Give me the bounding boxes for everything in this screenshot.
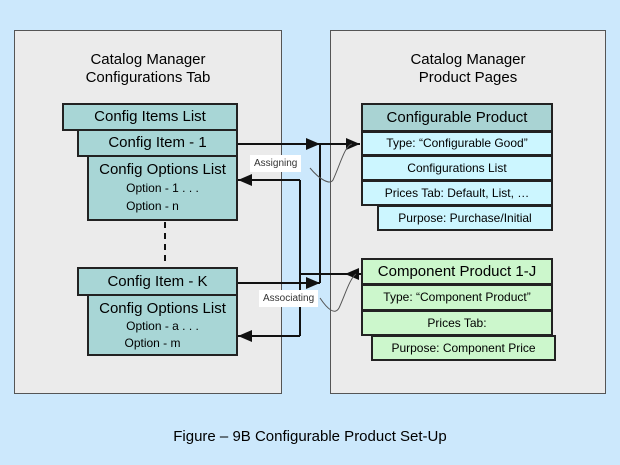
config-item-k: Config Item - K <box>77 267 238 296</box>
config-options-list-k: Config Options List Option - a . . . Opt… <box>87 294 238 356</box>
title-line: Catalog Manager <box>410 51 526 68</box>
associating-label: Associating <box>259 290 319 307</box>
config-items-list: Config Items List <box>62 103 238 131</box>
assigning-callout <box>309 143 353 183</box>
component-prices-tab: Prices Tab: <box>361 310 553 336</box>
option: Option - n <box>126 199 179 213</box>
configurable-product: Configurable Product <box>361 103 553 132</box>
configurable-purpose: Purpose: Purchase/Initial <box>377 205 553 231</box>
config-options-list-1: Config Options List Option - 1 . . . Opt… <box>87 155 238 221</box>
configurable-prices-tab: Prices Tab: Default, List, … <box>361 180 553 206</box>
option: Option - a . . . <box>126 319 199 333</box>
option: Option - m <box>124 336 181 350</box>
assigning-label: Assigning <box>250 155 302 172</box>
component-type: Type: “Component Product” <box>361 284 553 311</box>
configurable-type: Type: “Configurable Good” <box>361 131 553 156</box>
title-line: Catalog Manager <box>90 51 206 68</box>
component-purpose: Purpose: Component Price <box>371 335 556 361</box>
options-title: Config Options List <box>99 300 226 317</box>
title-line: Configurations Tab <box>85 69 211 86</box>
option: Option - 1 . . . <box>126 181 199 195</box>
figure-caption: Figure – 9B Configurable Product Set-Up <box>173 428 447 445</box>
title-line: Product Pages <box>418 69 518 86</box>
options-title: Config Options List <box>99 161 226 178</box>
component-product: Component Product 1-J <box>361 258 553 285</box>
configurations-list: Configurations List <box>361 155 553 181</box>
config-item-1: Config Item - 1 <box>77 129 238 157</box>
associating-callout <box>319 273 357 312</box>
